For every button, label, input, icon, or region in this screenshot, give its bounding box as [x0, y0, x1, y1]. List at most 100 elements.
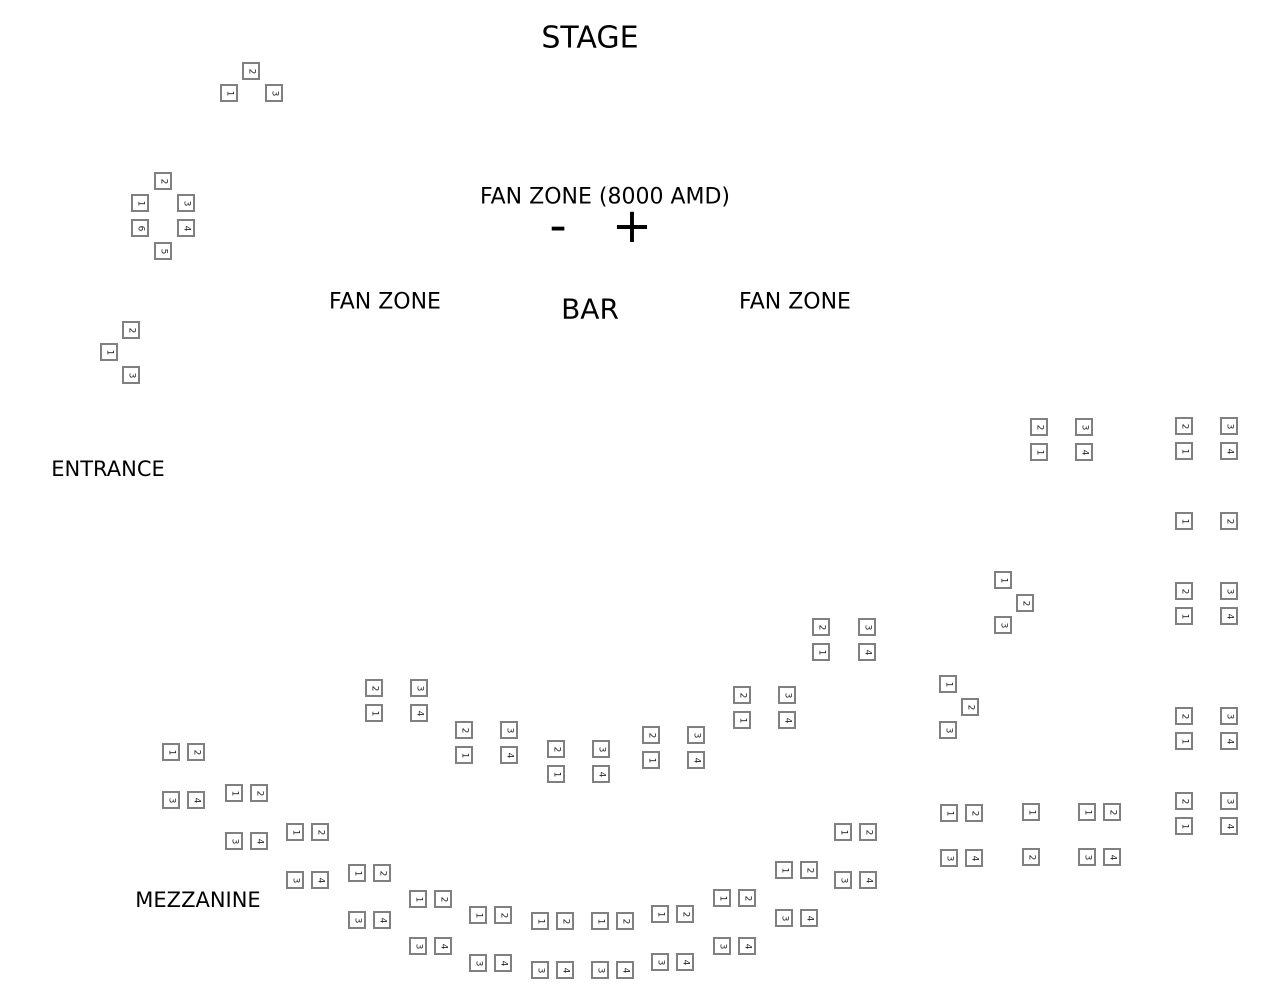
- seat[interactable]: 4: [187, 791, 205, 809]
- seat[interactable]: 2: [250, 784, 268, 802]
- seat[interactable]: 1: [100, 343, 118, 361]
- seat[interactable]: 1: [531, 912, 549, 930]
- seat[interactable]: 3: [651, 953, 669, 971]
- seat[interactable]: 4: [859, 871, 877, 889]
- seat[interactable]: 2: [965, 804, 983, 822]
- seat[interactable]: 2: [859, 823, 877, 841]
- seat[interactable]: 3: [1078, 848, 1096, 866]
- seat[interactable]: 4: [965, 849, 983, 867]
- seat[interactable]: 1: [1175, 512, 1193, 530]
- seat[interactable]: 2: [547, 740, 565, 758]
- seat[interactable]: 4: [250, 832, 268, 850]
- seat[interactable]: 1: [642, 751, 660, 769]
- seat[interactable]: 4: [1103, 848, 1121, 866]
- seat[interactable]: 3: [177, 194, 195, 212]
- seat[interactable]: 3: [162, 791, 180, 809]
- seat[interactable]: 4: [858, 643, 876, 661]
- seat[interactable]: 6: [131, 219, 149, 237]
- seat[interactable]: 4: [616, 961, 634, 979]
- seat[interactable]: 3: [286, 871, 304, 889]
- seat[interactable]: 2: [455, 721, 473, 739]
- seat[interactable]: 2: [1103, 803, 1121, 821]
- seat[interactable]: 2: [1220, 512, 1238, 530]
- seat[interactable]: 4: [1220, 607, 1238, 625]
- seat[interactable]: 1: [939, 675, 957, 693]
- seat[interactable]: 2: [616, 912, 634, 930]
- seat[interactable]: 3: [1220, 417, 1238, 435]
- seat[interactable]: 1: [940, 804, 958, 822]
- seat[interactable]: 3: [713, 937, 731, 955]
- seat[interactable]: 4: [373, 911, 391, 929]
- seat[interactable]: 1: [1175, 442, 1193, 460]
- seat[interactable]: 3: [858, 618, 876, 636]
- seat[interactable]: 2: [1175, 417, 1193, 435]
- seat[interactable]: 1: [469, 906, 487, 924]
- seat[interactable]: 2: [494, 906, 512, 924]
- seat[interactable]: 1: [834, 823, 852, 841]
- seat[interactable]: 2: [434, 890, 452, 908]
- seat[interactable]: 4: [1220, 732, 1238, 750]
- seat[interactable]: 1: [1175, 732, 1193, 750]
- seat[interactable]: 3: [1220, 792, 1238, 810]
- seat[interactable]: 2: [1175, 707, 1193, 725]
- seat[interactable]: 2: [733, 686, 751, 704]
- seat[interactable]: 2: [242, 62, 260, 80]
- seat[interactable]: 4: [687, 751, 705, 769]
- seat[interactable]: 3: [1075, 418, 1093, 436]
- seat[interactable]: 1: [1030, 443, 1048, 461]
- seat[interactable]: 3: [122, 366, 140, 384]
- seat[interactable]: 2: [1175, 582, 1193, 600]
- seat[interactable]: 3: [531, 961, 549, 979]
- seat[interactable]: 3: [500, 721, 518, 739]
- seat[interactable]: 4: [1220, 442, 1238, 460]
- seat[interactable]: 2: [365, 679, 383, 697]
- seat[interactable]: 4: [800, 909, 818, 927]
- seat[interactable]: 1: [812, 643, 830, 661]
- seat[interactable]: 4: [311, 871, 329, 889]
- seat[interactable]: 1: [591, 912, 609, 930]
- seat[interactable]: 1: [1078, 803, 1096, 821]
- seat[interactable]: 3: [778, 686, 796, 704]
- seat[interactable]: 1: [365, 704, 383, 722]
- seat[interactable]: 4: [410, 704, 428, 722]
- seat[interactable]: 2: [187, 743, 205, 761]
- seat[interactable]: 1: [225, 784, 243, 802]
- seat[interactable]: 2: [311, 823, 329, 841]
- seat[interactable]: 2: [812, 618, 830, 636]
- seat[interactable]: 1: [455, 746, 473, 764]
- seat[interactable]: 3: [469, 954, 487, 972]
- seat[interactable]: 1: [994, 571, 1012, 589]
- seat[interactable]: 3: [225, 832, 243, 850]
- seat[interactable]: 2: [738, 889, 756, 907]
- seat[interactable]: 2: [961, 698, 979, 716]
- seat[interactable]: 3: [994, 616, 1012, 634]
- seat[interactable]: 1: [775, 861, 793, 879]
- seat[interactable]: 1: [162, 743, 180, 761]
- seat[interactable]: 1: [1175, 817, 1193, 835]
- seat[interactable]: 3: [591, 961, 609, 979]
- seat[interactable]: 1: [348, 864, 366, 882]
- seat[interactable]: 4: [1075, 443, 1093, 461]
- seat[interactable]: 2: [676, 905, 694, 923]
- seat[interactable]: 3: [592, 740, 610, 758]
- seat[interactable]: 1: [1022, 803, 1040, 821]
- seat[interactable]: 4: [1220, 817, 1238, 835]
- seat[interactable]: 4: [494, 954, 512, 972]
- seat[interactable]: 3: [940, 849, 958, 867]
- seat[interactable]: 3: [775, 909, 793, 927]
- seat[interactable]: 4: [177, 219, 195, 237]
- seat[interactable]: 2: [800, 861, 818, 879]
- seat[interactable]: 4: [500, 746, 518, 764]
- increase-button[interactable]: +: [611, 198, 653, 254]
- seat[interactable]: 3: [410, 679, 428, 697]
- seat[interactable]: 1: [286, 823, 304, 841]
- seat[interactable]: 4: [738, 937, 756, 955]
- seat[interactable]: 2: [1016, 594, 1034, 612]
- seat[interactable]: 4: [556, 961, 574, 979]
- seat[interactable]: 3: [687, 726, 705, 744]
- seat[interactable]: 1: [1175, 607, 1193, 625]
- seat[interactable]: 1: [713, 889, 731, 907]
- seat[interactable]: 3: [1220, 707, 1238, 725]
- seat[interactable]: 2: [1030, 418, 1048, 436]
- seat[interactable]: 4: [676, 953, 694, 971]
